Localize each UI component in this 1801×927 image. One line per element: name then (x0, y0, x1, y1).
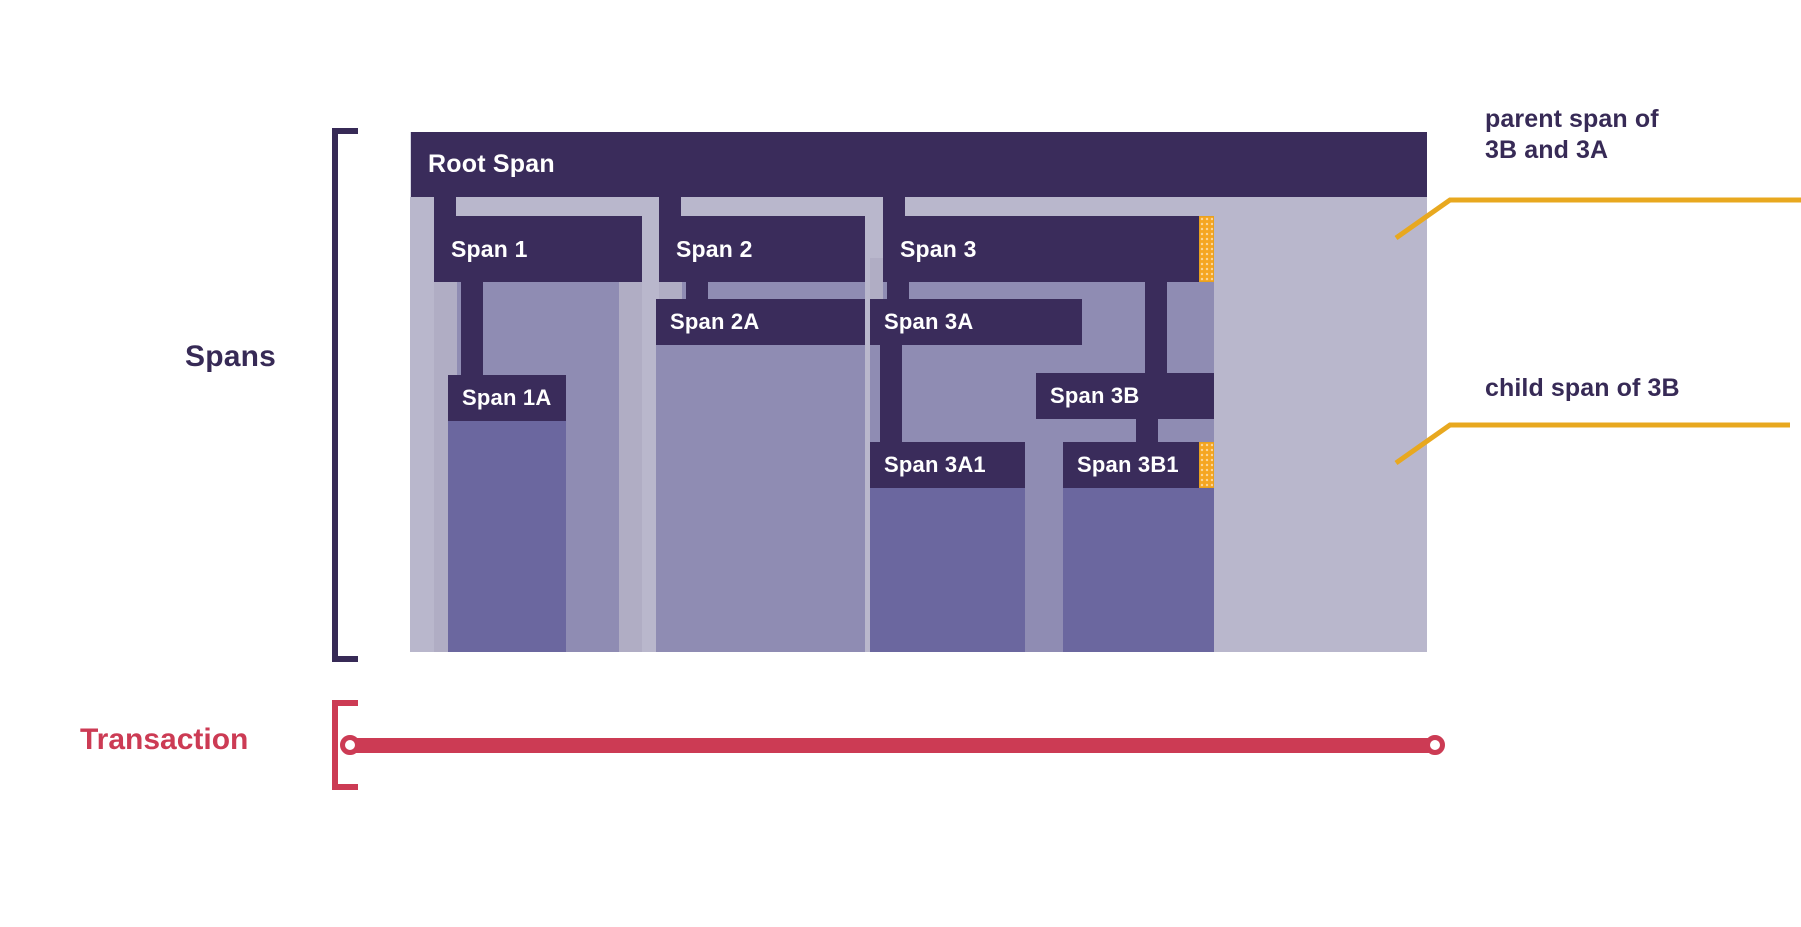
transaction-bar-line (348, 738, 1438, 753)
span-bar-2[interactable]: Span 2 (659, 216, 865, 282)
span-bar-root[interactable]: Root Span (411, 132, 1427, 197)
annotation-child-span-label: child span of 3B (1485, 374, 1680, 402)
span-bar-3b[interactable]: Span 3B (1036, 373, 1214, 419)
span-bar-3[interactable]: Span 3 (883, 216, 1214, 282)
span-bar-1[interactable]: Span 1 (434, 216, 642, 282)
marker-parent-span-3 (1199, 216, 1214, 282)
spans-bracket (332, 128, 358, 662)
span-body-1a (448, 420, 566, 652)
span-bar-3a1[interactable]: Span 3A1 (870, 442, 1025, 488)
transaction-section-label: Transaction (80, 723, 249, 756)
marker-child-span-3b1 (1199, 442, 1214, 488)
span-tree-container: Root Span Span 1 Span 1A Span 2 Span 2A … (410, 132, 1427, 652)
transaction-start-dot (340, 735, 360, 755)
span-bar-3a[interactable]: Span 3A (870, 299, 1082, 345)
span-bar-2a[interactable]: Span 2A (656, 299, 865, 345)
span-body-2a (656, 345, 865, 652)
leader-line-child (1394, 422, 1790, 466)
span-body-3a1 (870, 488, 1025, 652)
spans-section-label: Spans (185, 340, 277, 373)
leader-line-parent (1394, 197, 1801, 241)
span-bar-3b1[interactable]: Span 3B1 (1063, 442, 1214, 488)
transaction-end-dot (1425, 735, 1445, 755)
annotation-parent-span-label: parent span of 3B and 3A (1485, 105, 1659, 164)
connector-span3a-to-span3a1 (880, 345, 902, 455)
span-body-3b1 (1063, 488, 1214, 652)
connector-span1-to-span1a (461, 282, 483, 397)
transaction-bracket (332, 700, 358, 790)
span-bar-1a[interactable]: Span 1A (448, 375, 566, 421)
transaction-duration-bar[interactable] (340, 735, 1445, 755)
